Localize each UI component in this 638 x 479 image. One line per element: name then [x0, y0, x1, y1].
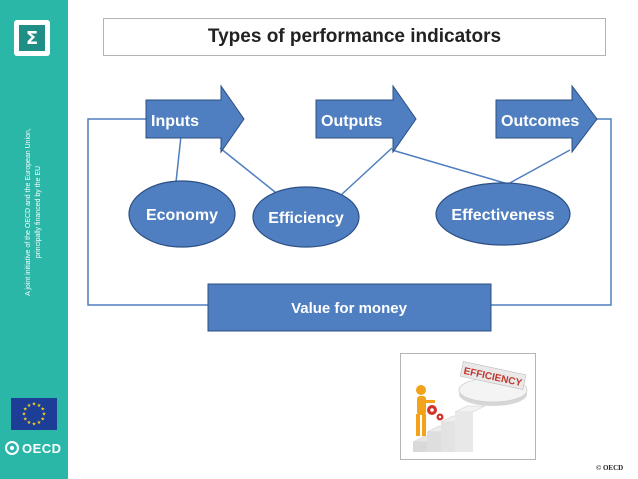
- ellipse-effectiveness-label: Effectiveness: [451, 207, 554, 224]
- svg-text:★: ★: [23, 417, 28, 423]
- connector-outcomes-effectiveness: [507, 149, 571, 185]
- efficiency-steps-illustration: EFFICIENCY: [412, 361, 528, 452]
- ellipse-effectiveness: Effectiveness: [435, 182, 571, 246]
- connector-inputs-economy: [175, 135, 182, 183]
- efficiency-illustration: EFFICIENCY: [400, 353, 536, 460]
- oecd-logo: OECD: [5, 439, 65, 457]
- svg-text:★: ★: [27, 403, 32, 409]
- svg-text:★: ★: [32, 422, 37, 428]
- svg-text:★: ★: [42, 412, 47, 418]
- ellipse-economy-label: Economy: [146, 207, 218, 224]
- copyright-note: © OECD: [596, 464, 624, 472]
- sidebar: Σ A joint initiative of the OECD and the…: [0, 0, 68, 479]
- sigma-icon: Σ: [19, 25, 45, 51]
- eu-flag-icon: ★ ★ ★ ★ ★ ★ ★ ★ ★ ★ ★ ★: [11, 398, 57, 430]
- svg-text:★: ★: [37, 403, 42, 409]
- slide-title-box: Types of performance indicators: [103, 18, 606, 56]
- left-frame-connector: [87, 118, 208, 306]
- ellipse-efficiency-label: Efficiency: [268, 210, 344, 227]
- ellipse-efficiency: Efficiency: [252, 186, 360, 248]
- oecd-label: OECD: [22, 440, 62, 456]
- svg-text:★: ★: [37, 420, 42, 426]
- svg-text:★: ★: [27, 420, 32, 426]
- connector-outputs-efficiency: [339, 147, 393, 197]
- sigma-logo: Σ: [14, 20, 50, 56]
- svg-text:★: ★: [23, 407, 28, 413]
- oecd-mark-icon: [5, 441, 19, 455]
- right-frame-connector: [491, 118, 612, 306]
- eu-stars: ★ ★ ★ ★ ★ ★ ★ ★ ★ ★ ★ ★: [22, 402, 47, 428]
- arrow-outcomes-label: Outcomes: [501, 113, 579, 130]
- arrow-outputs: Outputs: [315, 84, 417, 154]
- value-for-money-box: Value for money: [207, 283, 492, 332]
- svg-text:★: ★: [22, 412, 27, 418]
- svg-text:★: ★: [40, 407, 45, 413]
- arrow-inputs: Inputs: [145, 84, 245, 154]
- arrow-outcomes: Outcomes: [495, 84, 598, 154]
- slide-title: Types of performance indicators: [207, 26, 502, 47]
- value-for-money-label: Value for money: [291, 300, 408, 317]
- svg-text:★: ★: [40, 417, 45, 423]
- svg-text:★: ★: [32, 402, 37, 408]
- connector-inputs-efficiency: [219, 147, 281, 197]
- ellipse-economy: Economy: [128, 180, 236, 248]
- arrow-outputs-label: Outputs: [321, 113, 382, 130]
- arrow-inputs-label: Inputs: [151, 113, 199, 130]
- connector-outputs-effectiveness: [391, 149, 509, 185]
